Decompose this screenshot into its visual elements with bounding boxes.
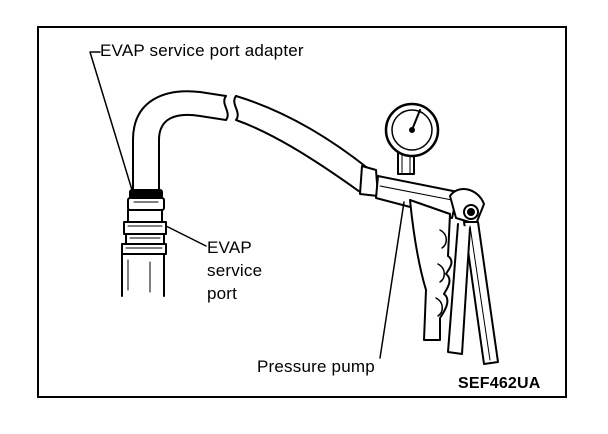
label-evap-service-port-line3: port — [207, 284, 238, 303]
pump-head — [449, 188, 485, 225]
label-evap-service-port-line2: service — [207, 261, 263, 280]
hose — [132, 90, 371, 193]
pressure-gauge — [384, 102, 440, 158]
service-port-adapter — [127, 189, 165, 211]
pump-lever — [447, 221, 499, 365]
label-evap-service-port: EVAP service port — [207, 236, 262, 305]
service-port-tube — [121, 251, 165, 297]
pump-grip — [409, 199, 453, 341]
label-evap-service-port-adapter: EVAP service port adapter — [100, 41, 304, 60]
leader-lines — [89, 51, 405, 359]
service-port-fitting — [121, 209, 167, 255]
figure-code: SEF462UA — [458, 375, 541, 392]
pump-body — [359, 151, 459, 219]
label-pressure-pump: Pressure pump — [257, 357, 375, 376]
label-evap-service-port-line1: EVAP — [207, 238, 252, 257]
